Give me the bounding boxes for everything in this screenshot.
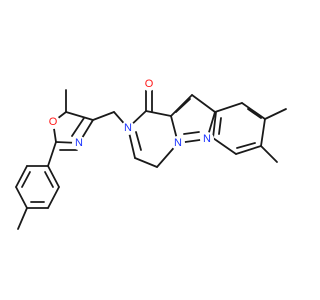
atom-label-group: O N N O N N <box>46 77 214 150</box>
bond <box>21 171 31 188</box>
oxazole-nitrogen-label: N <box>75 137 83 149</box>
oxazole-oxygen-label: O <box>49 116 58 128</box>
bond <box>175 98 191 113</box>
bond <box>71 117 85 137</box>
atom-label-bg <box>121 121 135 135</box>
pyrazole-nitrogen-a-label: N <box>174 137 182 149</box>
bond <box>65 111 94 121</box>
bond <box>15 186 28 209</box>
bond <box>47 141 57 167</box>
bond <box>44 171 54 188</box>
atom-label-bg <box>200 132 214 146</box>
bond <box>218 117 222 135</box>
amide-nitrogen-label: N <box>124 122 132 134</box>
carbonyl-oxygen-label: O <box>145 78 154 90</box>
structure-canvas: O N N O N N <box>15 77 287 230</box>
bond <box>47 165 60 188</box>
bond <box>47 186 60 209</box>
bond <box>264 108 287 120</box>
bond <box>92 111 115 121</box>
bond <box>214 102 243 113</box>
molecule-drawing: O N N O N N <box>15 77 287 230</box>
bond <box>145 110 172 117</box>
atom-label-bg <box>72 136 86 150</box>
atom-label-bg <box>142 77 156 91</box>
bond <box>247 108 262 119</box>
bond-group <box>15 87 287 230</box>
bond <box>191 94 216 113</box>
bond <box>170 94 193 117</box>
bond <box>135 131 142 151</box>
bond <box>241 102 266 120</box>
bond <box>212 137 237 155</box>
bond <box>134 157 158 168</box>
bond <box>183 131 200 135</box>
bond <box>235 145 262 155</box>
atom-label-bg <box>46 115 60 129</box>
bond <box>236 142 256 149</box>
bond <box>260 118 266 147</box>
pyrazole-nitrogen-b-label: N <box>203 133 211 145</box>
bond <box>212 111 217 139</box>
bond <box>15 165 28 188</box>
atom-label-bg <box>171 136 185 150</box>
bond <box>260 145 278 163</box>
bond <box>17 207 28 230</box>
